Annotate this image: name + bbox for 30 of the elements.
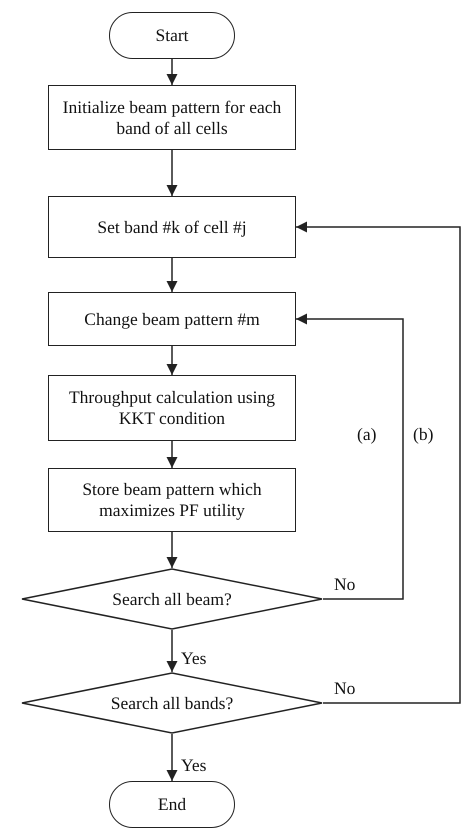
decision-diamond [21,568,323,630]
arrow [166,150,178,196]
node-text: Store beam pattern which maximizes PF utility [81,479,263,521]
node-text: Search all bands? [110,692,234,714]
arrow [166,630,178,672]
process-box [48,85,296,150]
loop-label: (b) [412,425,434,444]
arrow [166,59,178,85]
process-box [48,468,296,532]
node-text: Throughput calculation using KKT condition [68,387,276,429]
node-text: Set band #k of cell #j [96,216,248,238]
process-box [48,196,296,258]
arrow [296,222,461,704]
loop-label: (a) [356,425,378,444]
decision-diamond [21,672,323,734]
arrow [166,258,178,292]
terminal-shape [109,781,235,828]
arrow [166,441,178,468]
arrow [166,346,178,375]
arrow [166,734,178,781]
node-text: Start [154,25,190,46]
terminal-shape [109,12,235,59]
arrow [296,314,404,600]
arrow [166,532,178,568]
node-text: Change beam pattern #m [83,308,261,330]
node-text: Search all beam? [111,588,233,610]
process-box [48,292,296,346]
process-box [48,375,296,441]
node-text: End [156,794,188,815]
node-text: Initialize beam pattern for each band of all cells [62,96,282,138]
